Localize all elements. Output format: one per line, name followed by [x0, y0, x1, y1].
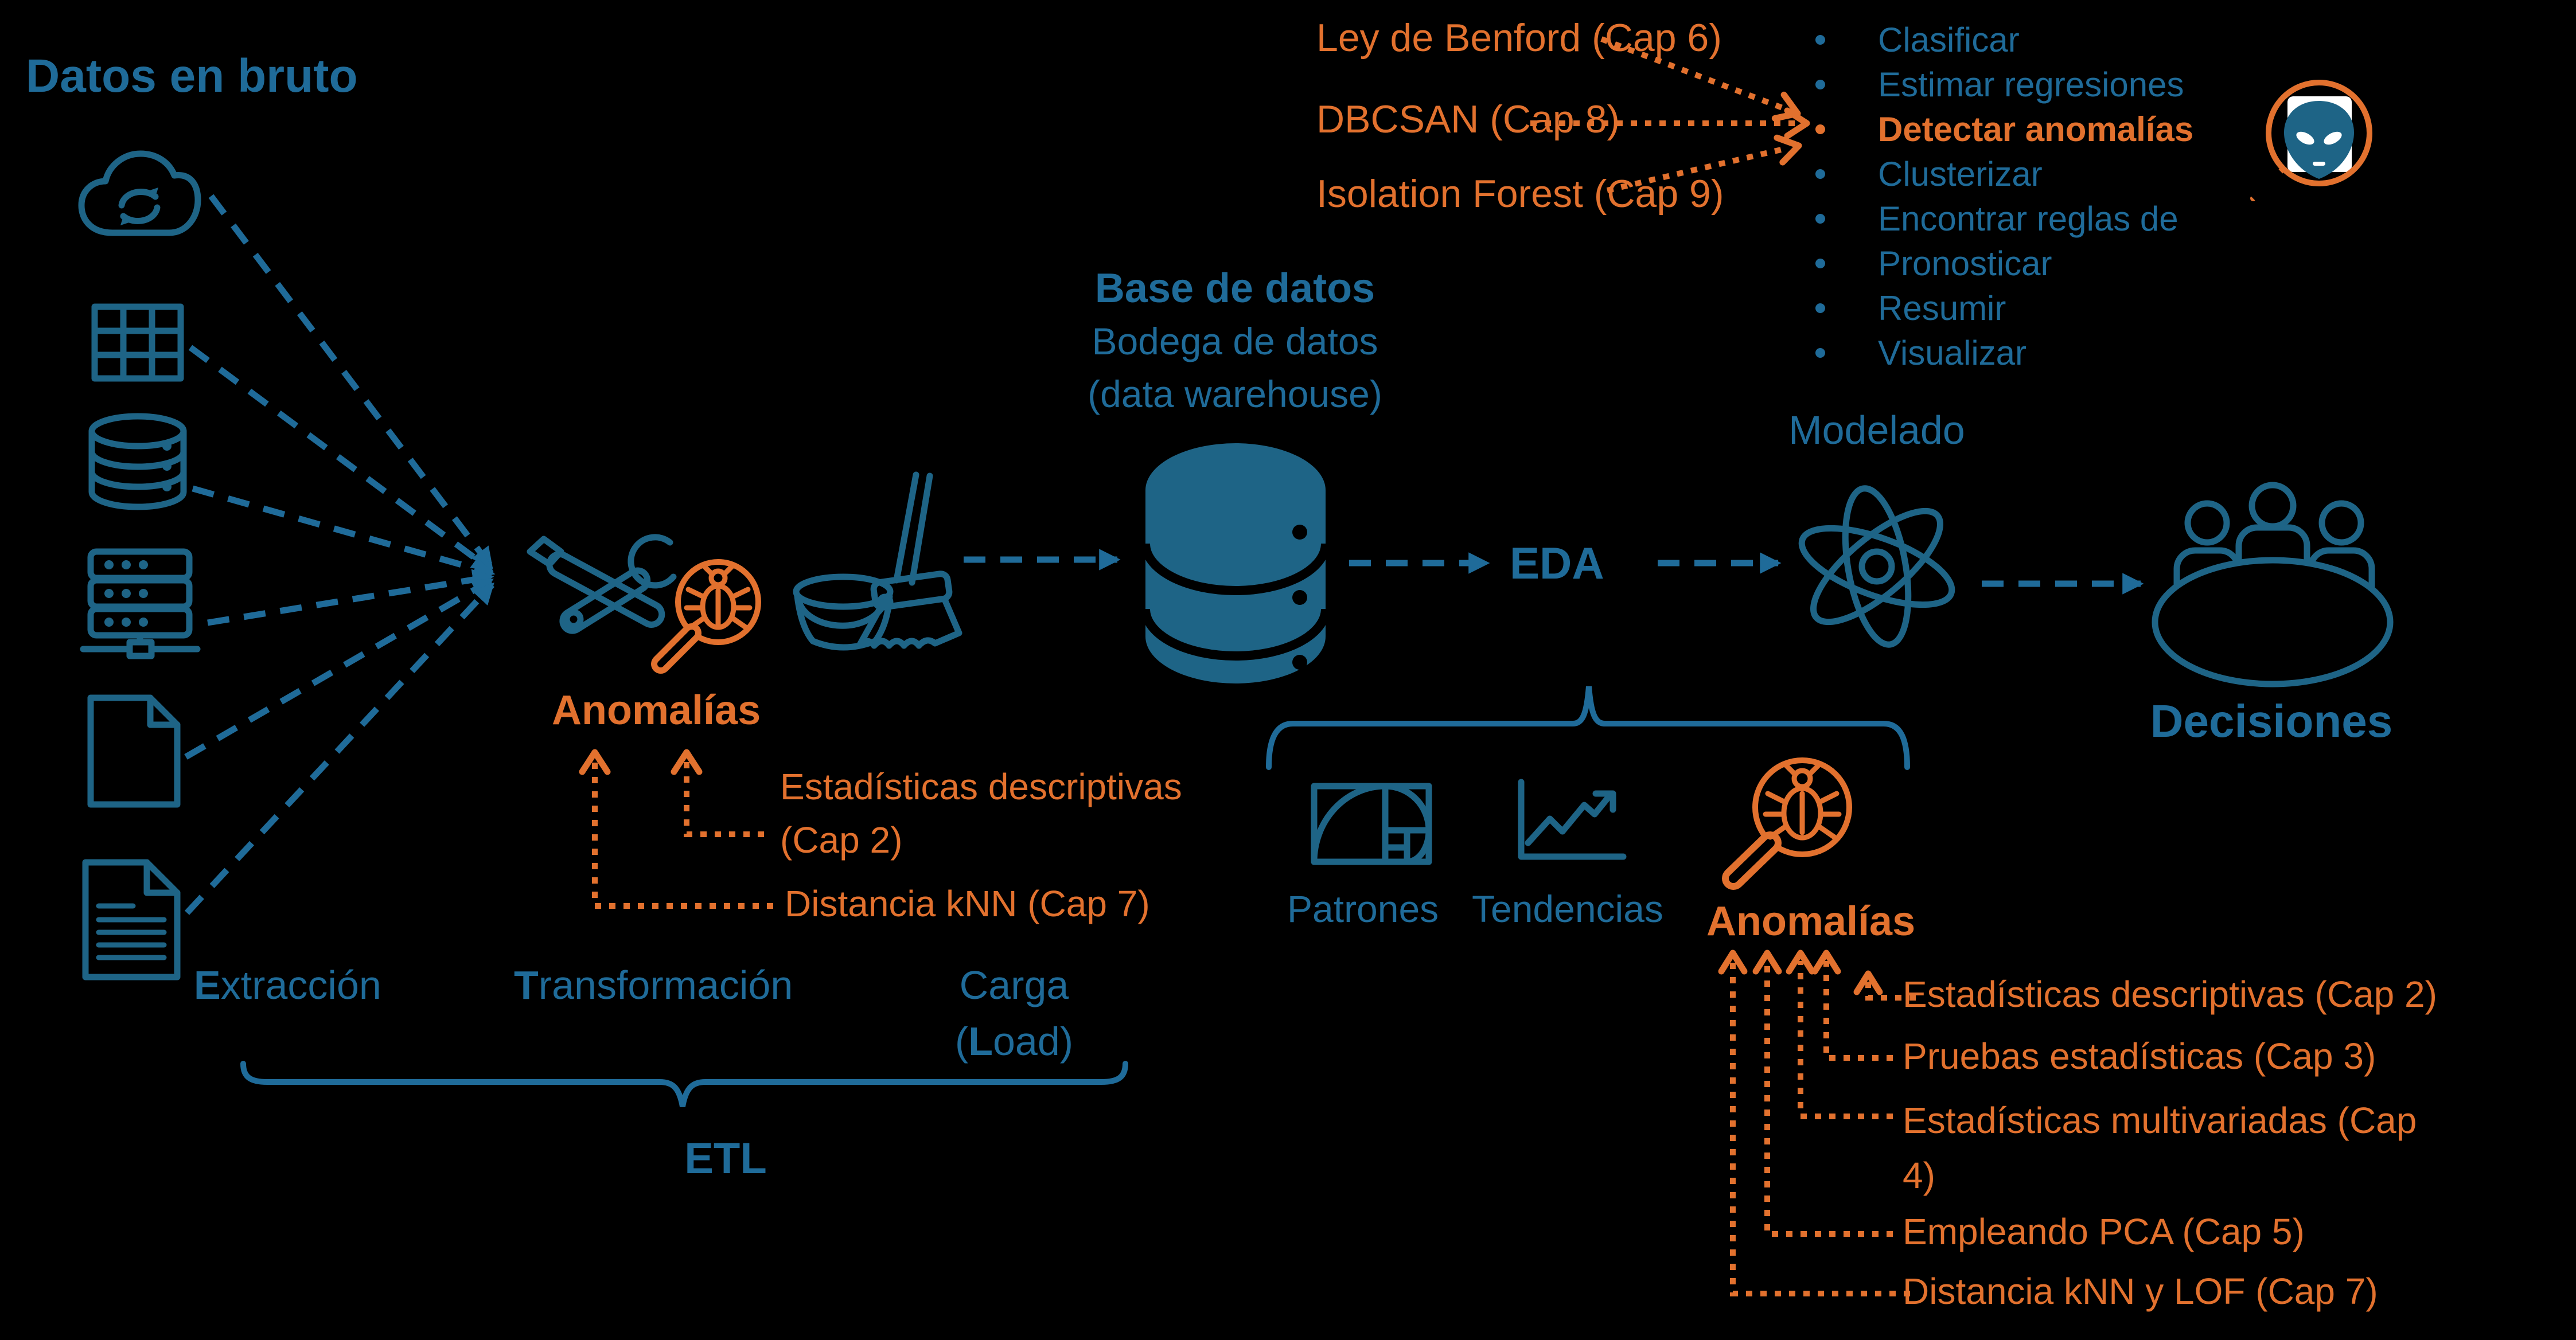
task-encontrar-reglas: Encontrar reglas de [1815, 196, 2179, 241]
etl-brace [240, 1061, 1128, 1107]
flow-arrows [964, 549, 2144, 595]
warehouse-subtitle-en: (data warehouse) [1088, 373, 1382, 415]
bullet-icon [1815, 79, 1825, 89]
bullet-icon [1815, 213, 1825, 224]
task-label: Estimar regresiones [1878, 65, 2184, 104]
transformacion-initial: T [514, 963, 539, 1007]
etl-anomalias-label: Anomalías [552, 687, 761, 733]
transformacion-label: Transformación [514, 961, 793, 1009]
extraccion-label: Extracción [194, 961, 381, 1009]
patrones-label: Patrones [1287, 888, 1439, 930]
magnifier-bug-icon [651, 559, 761, 674]
task-label: Visualizar [1878, 333, 2027, 372]
eda-method-cap4: Estadísticas multivariadas (Cap 4) [1903, 1100, 2417, 1196]
bullet-icon [1815, 169, 1825, 179]
bullet-icon [1815, 34, 1825, 45]
task-clasificar: Clasificar [1815, 17, 2020, 62]
database-cylinder-icon [1141, 443, 1330, 683]
task-detectar-anomalias: Detectar anomalías [1815, 107, 2193, 151]
load-label: (Load) [945, 1017, 1083, 1065]
eda-anomalias-label: Anomalías [1706, 898, 1916, 944]
method-isolation-forest: Isolation Forest (Cap 9) [1316, 172, 1724, 216]
task-visualizar: Visualizar [1815, 330, 2026, 375]
etl-anomaly-arrows [579, 749, 773, 909]
trend-chart-icon [1518, 779, 1627, 860]
eda-method-cap5: Empleando PCA (Cap 5) [1903, 1211, 2305, 1252]
tools-icon [527, 534, 677, 634]
warehouse-title: Base de datos [1094, 265, 1375, 311]
bullet-icon [1815, 124, 1825, 134]
tendencias-label: Tendencias [1472, 888, 1663, 930]
decisiones-label: Decisiones [2150, 696, 2393, 747]
task-estimar-regresiones: Estimar regresiones [1815, 62, 2184, 107]
magnifier-bug-large-icon [1722, 757, 1852, 890]
extraccion-rest: xtracción [220, 963, 381, 1007]
database-icon [88, 413, 187, 510]
task-clusterizar: Clusterizar [1815, 151, 2043, 196]
modelado-title: Modelado [1788, 408, 1965, 452]
task-label: Clusterizar [1878, 154, 2043, 193]
transformacion-rest: ransformación [538, 963, 793, 1007]
task-label: Detectar anomalías [1878, 110, 2194, 149]
etl-label: ETL [684, 1134, 767, 1183]
etl-annotation-cap7: Distancia kNN (Cap 7) [785, 883, 1150, 924]
warehouse-subtitle: Bodega de datos [1092, 320, 1378, 362]
bullet-icon [1815, 347, 1825, 358]
eda-brace [1266, 686, 1910, 770]
atom-icon [1798, 485, 1955, 648]
meeting-table-icon [2152, 482, 2394, 687]
source-to-etl-arrows [184, 194, 496, 915]
bullet-icon [1815, 303, 1825, 313]
raw-data-title: Datos en bruto [26, 50, 358, 102]
eda-label: EDA [1510, 538, 1604, 588]
cloud-sync-icon [78, 150, 201, 236]
load-initial: L [968, 1019, 993, 1064]
extraccion-initial: E [194, 963, 221, 1007]
alien-magnifier-icon [2250, 80, 2372, 201]
eda-method-cap3: Pruebas estadísticas (Cap 3) [1903, 1036, 2376, 1077]
eda-method-cap7: Distancia kNN y LOF (Cap 7) [1903, 1271, 2378, 1312]
carga-label: Carga [959, 963, 1069, 1007]
bullet-icon [1815, 258, 1825, 268]
etl-annotation-cap2: Estadísticas descriptivas (Cap 2) [780, 766, 1182, 861]
server-icon [80, 548, 201, 659]
eda-method-cap2: Estadísticas descriptivas (Cap 2) [1903, 974, 2437, 1015]
load-rest: oad) [992, 1019, 1074, 1064]
document-icon [82, 859, 181, 980]
task-label: Pronosticar [1878, 244, 2052, 283]
task-resumir: Resumir [1815, 286, 2006, 330]
golden-ratio-icon [1311, 783, 1432, 865]
task-pronosticar: Pronosticar [1815, 241, 2052, 286]
method-ley-benford: Ley de Benford (Cap 6) [1316, 16, 1722, 60]
task-label: Clasificar [1878, 20, 2020, 59]
method-arrows [1530, 36, 1810, 193]
task-label: Encontrar reglas de [1878, 199, 2179, 238]
file-icon [87, 694, 181, 808]
method-dbcsan: DBCSAN (Cap 8) [1316, 97, 1620, 141]
bucket-broom-icon [793, 471, 962, 651]
eda-anomaly-arrows [1718, 950, 1916, 1296]
data-table-icon [91, 303, 184, 382]
task-label: Resumir [1878, 288, 2006, 327]
load-paren: ( [954, 1019, 969, 1064]
